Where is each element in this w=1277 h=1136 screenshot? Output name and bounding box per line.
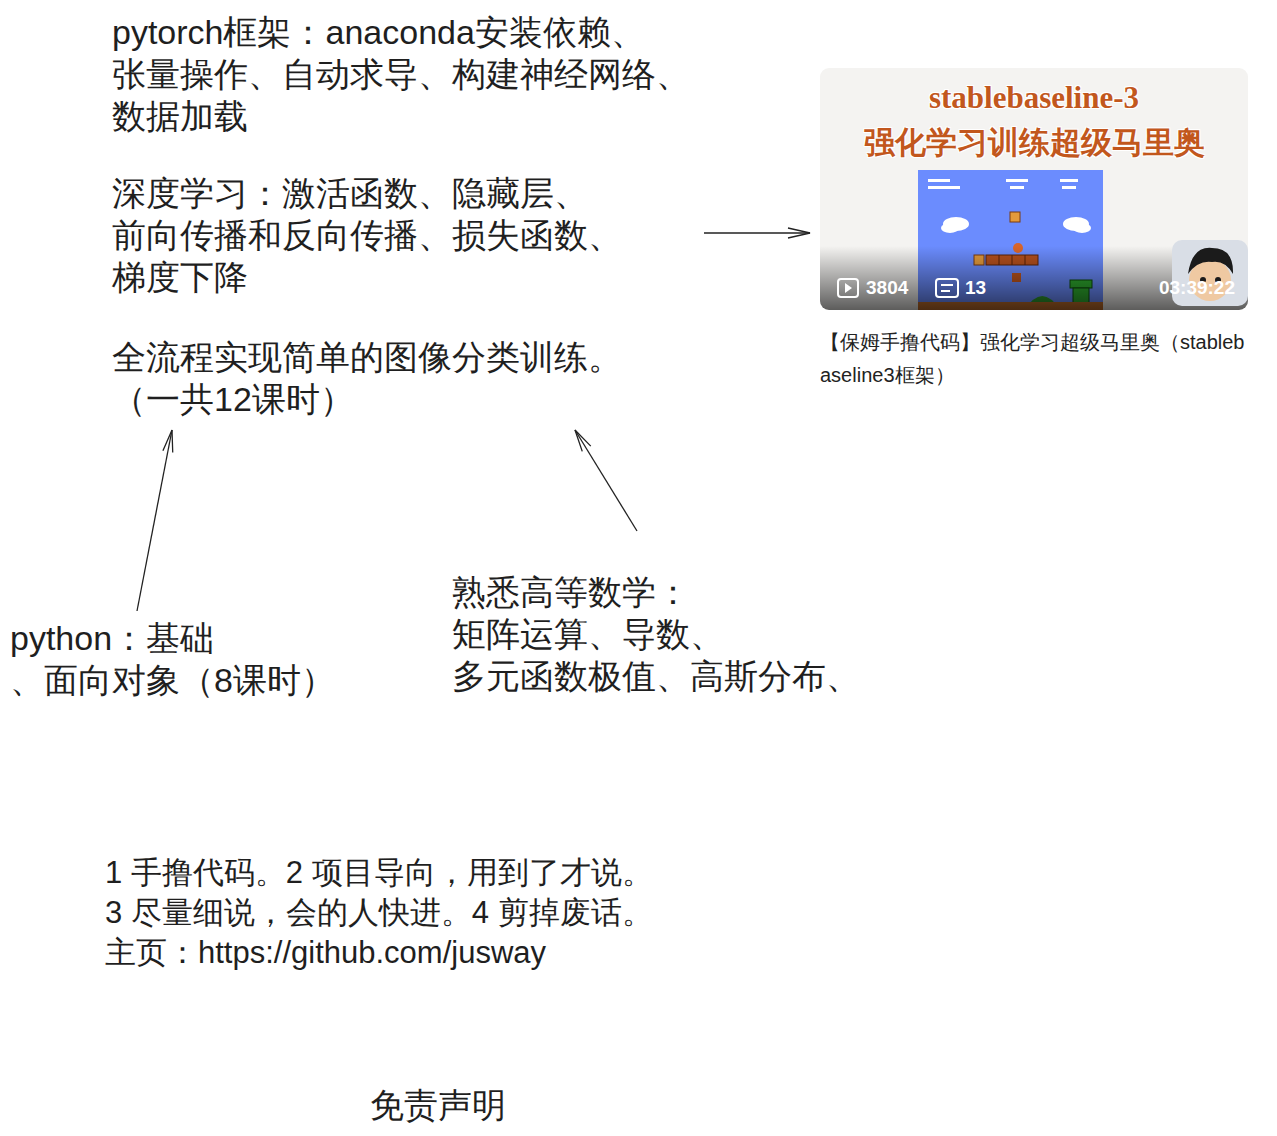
video-caption: 【保姆手撸代码】强化学习超级马里奥（stablebaseline3框架） bbox=[820, 326, 1248, 392]
danmaku-count: 13 bbox=[965, 276, 986, 300]
course-principles: 1 手撸代码。2 项目导向，用到了才说。 3 尽量细说，会的人快进。4 剪掉废话… bbox=[105, 853, 653, 973]
video-thumbnail bbox=[820, 68, 1248, 310]
node-text: 熟悉高等数学： 矩阵运算、导数、 多元函数极值、高斯分布、 bbox=[452, 571, 864, 697]
arrow-connector bbox=[575, 430, 637, 531]
prerequisite-python: python：基础 、面向对象（8课时） bbox=[10, 617, 339, 701]
video-duration: 03:39:22 bbox=[1159, 276, 1235, 300]
node-text: pytorch框架：anaconda安装依赖、 张量操作、自动求导、构建神经网络… bbox=[112, 11, 694, 137]
thumbnail-ground bbox=[820, 68, 1248, 310]
play-count: 3804 bbox=[866, 276, 908, 300]
arrow-connector bbox=[137, 430, 172, 611]
node-text: 深度学习：激活函数、隐藏层、 前向传播和反向传播、损失函数、 梯度下降 bbox=[112, 172, 694, 298]
node-text: python：基础 、面向对象（8课时） bbox=[10, 617, 339, 701]
prerequisite-math: 熟悉高等数学： 矩阵运算、导数、 多元函数极值、高斯分布、 bbox=[452, 571, 864, 697]
video-card: stablebaseline-3 强化学习训练超级马里奥 3804 13 03:39:… bbox=[820, 68, 1248, 394]
thumbnail-title: stablebaseline-3 强化学习训练超级马里奥 bbox=[820, 75, 1248, 165]
play-icon bbox=[838, 279, 858, 297]
node-text: 全流程实现简单的图像分类训练。 （一共12课时） bbox=[112, 336, 694, 420]
disclaimer: 免责声明 bbox=[370, 1084, 506, 1126]
danmaku-icon bbox=[936, 279, 958, 297]
arrow-connector bbox=[704, 232, 810, 233]
course-outline: pytorch框架：anaconda安装依赖、 张量操作、自动求导、构建神经网络… bbox=[112, 11, 694, 420]
